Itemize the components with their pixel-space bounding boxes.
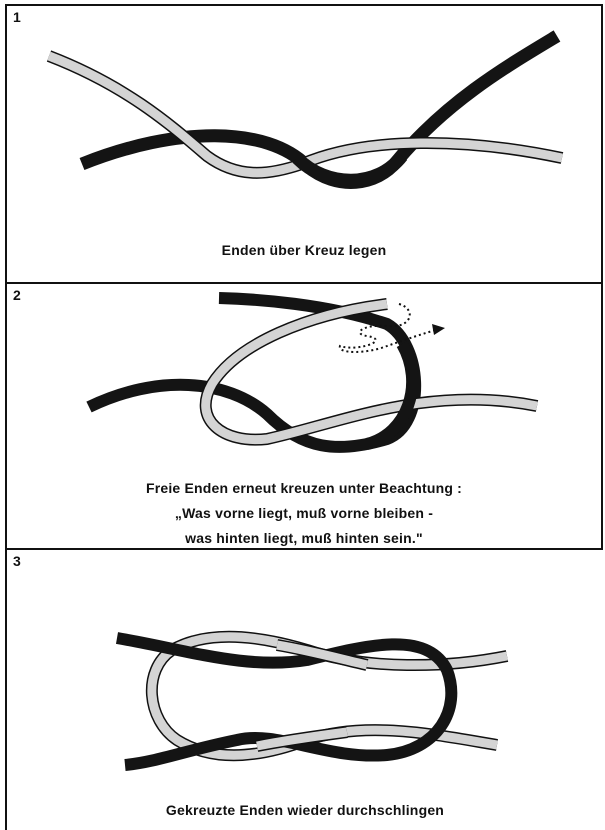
step-1-panel: 1 Enden über Kreuz legen (5, 4, 603, 284)
step-2-caption-line-3: was hinten liegt, muß hinten sein." (7, 526, 601, 551)
step-2-caption-line-1: Freie Enden erneut kreuzen unter Beachtu… (7, 476, 601, 501)
step-1-caption: Enden über Kreuz legen (7, 242, 601, 258)
dark-rope (89, 298, 415, 447)
step-3-caption: Gekreuzte Enden wieder durchschlingen (7, 802, 603, 818)
step-3-rope-diagram (7, 550, 605, 830)
step-3-panel: 3 Gekreuzte Enden wieder durchschlingen (5, 550, 603, 830)
step-2-panel: 2 Freie Enden erneut kreuzen unter Beach… (5, 284, 603, 550)
step-2-caption: Freie Enden erneut kreuzen unter Beachtu… (7, 476, 601, 551)
arrow-icon (432, 324, 445, 335)
step-2-caption-line-2: „Was vorne liegt, muß vorne bleiben - (7, 501, 601, 526)
